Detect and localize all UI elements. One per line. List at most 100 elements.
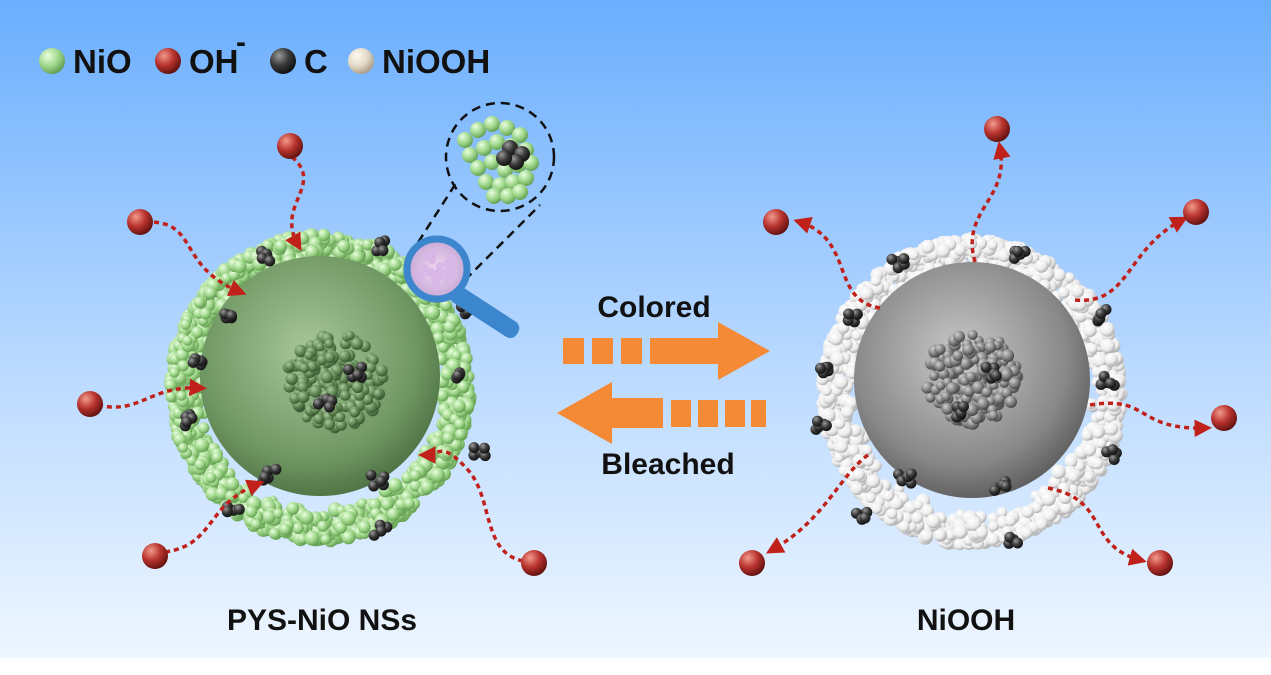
nio-shell-sphere	[368, 498, 382, 512]
niooh-shell-sphere	[920, 239, 935, 254]
nio-shell-sphere	[386, 507, 401, 521]
carbon-cluster	[898, 253, 910, 265]
nio-core-sphere	[313, 413, 324, 425]
nio-shell-sphere	[165, 391, 177, 403]
carbon-cluster	[886, 253, 898, 265]
nio-shell-sphere	[457, 380, 470, 393]
nio-shell-sphere	[191, 326, 204, 339]
nio-shell-sphere	[178, 442, 189, 453]
niooh-core-sphere	[981, 387, 992, 398]
lens-dot	[428, 251, 437, 260]
carbon-cluster	[851, 308, 863, 320]
nio-core-sphere	[285, 372, 298, 385]
niooh-core-sphere	[929, 371, 939, 381]
niooh-shell-sphere	[1081, 429, 1093, 441]
oh-ions	[77, 116, 1237, 576]
nio-shell-sphere	[177, 360, 189, 372]
niooh-shell-sphere	[829, 332, 843, 346]
legend-oh-label: OH	[189, 43, 239, 80]
nio-shell-sphere	[186, 455, 198, 466]
nio-shell-sphere	[437, 341, 449, 353]
nio-shell-sphere	[439, 299, 452, 312]
nio-core-sphere	[335, 419, 347, 431]
nio-particle-label: PYS-NiO NSs	[227, 604, 417, 637]
carbon-cluster	[1105, 377, 1116, 389]
niooh-shell-sphere	[1100, 322, 1115, 337]
nio-core-sphere	[309, 385, 322, 398]
nio-shell-sphere	[430, 467, 446, 483]
nio-shell-sphere	[442, 432, 455, 445]
carbon-cluster	[478, 442, 490, 454]
magnifier-handle	[450, 286, 520, 338]
lens-dot	[416, 271, 425, 280]
niooh-shell-sphere	[889, 496, 904, 511]
zoom-particles	[457, 116, 539, 204]
niooh-shell-sphere	[821, 385, 832, 396]
nio-shell-sphere	[274, 239, 288, 253]
nio-shell-sphere	[286, 501, 300, 515]
niooh-shell-sphere	[1104, 352, 1118, 367]
niooh-shell-sphere	[1034, 259, 1049, 273]
nio-core-sphere	[351, 381, 364, 394]
lens-dot	[432, 282, 441, 291]
nio-shell-sphere	[268, 527, 281, 540]
nio-shell-sphere	[317, 520, 329, 532]
nio-shell-sphere	[261, 509, 276, 524]
niooh-shell-sphere	[1087, 343, 1098, 354]
niooh-shell-sphere	[1041, 491, 1056, 507]
zoom-nio-sphere	[497, 162, 513, 178]
carbon-cluster	[958, 401, 969, 412]
niooh-shell-sphere	[953, 243, 967, 256]
nio-shell-sphere	[340, 510, 356, 526]
carbon-cluster	[815, 362, 826, 374]
niooh-core-sphere	[934, 343, 946, 355]
carbon-cluster	[187, 356, 199, 368]
bleached-label: Bleached	[601, 448, 734, 481]
zoom-nio-sphere	[476, 140, 492, 156]
niooh-core-sphere	[962, 343, 975, 356]
nio-shell-sphere	[432, 332, 445, 344]
nio-shell-sphere	[387, 477, 403, 493]
niooh-shell-sphere	[1106, 396, 1122, 412]
nio-shell-sphere	[233, 259, 247, 274]
nio-core-sphere	[365, 362, 376, 374]
bottom-margin	[0, 658, 1271, 675]
nio-core-sphere	[297, 381, 309, 393]
nio-shell-sphere	[409, 469, 421, 482]
nio-shell-sphere	[176, 390, 187, 401]
nio-shell-sphere	[304, 244, 320, 260]
carbon-cluster	[264, 255, 276, 267]
forward-arrow	[563, 322, 770, 380]
niooh-shell-sphere	[870, 502, 883, 515]
niooh-core-sphere	[941, 391, 951, 402]
niooh-shell-sphere	[849, 424, 862, 437]
nio-shell-sphere	[194, 458, 206, 471]
niooh-shell-sphere	[834, 375, 849, 390]
nio-shell-sphere	[358, 520, 371, 534]
zoom-circle	[444, 101, 556, 213]
niooh-core-sphere	[967, 329, 978, 340]
nio-shell-sphere	[193, 296, 206, 309]
carbon-cluster	[270, 463, 282, 475]
carbon-cluster	[312, 398, 324, 410]
magnifier-icon	[403, 235, 520, 338]
oh-ion	[277, 133, 303, 159]
oh-ion	[1147, 550, 1173, 576]
legend: NiO OH - C NiOOH	[39, 26, 490, 80]
nio-carbon-clusters	[179, 235, 491, 541]
niooh-shell-sphere	[847, 444, 860, 457]
niooh-shell-sphere	[833, 417, 846, 430]
zoom-nio-sphere	[484, 116, 500, 132]
ion-diffusion-path	[164, 479, 265, 554]
niooh-core-sphere	[1000, 368, 1013, 381]
carbon-cluster	[368, 529, 380, 541]
nio-core-sphere	[306, 361, 318, 372]
nio-core-sphere	[345, 330, 355, 341]
niooh-shell-sphere	[1082, 443, 1097, 457]
niooh-shell-sphere	[953, 524, 968, 539]
niooh-core-sphere	[993, 393, 1005, 405]
carbon-cluster	[1000, 480, 1012, 492]
carbon-cluster	[1095, 308, 1107, 320]
niooh-shell-sphere	[835, 440, 848, 453]
niooh-shell-sphere	[861, 444, 873, 456]
